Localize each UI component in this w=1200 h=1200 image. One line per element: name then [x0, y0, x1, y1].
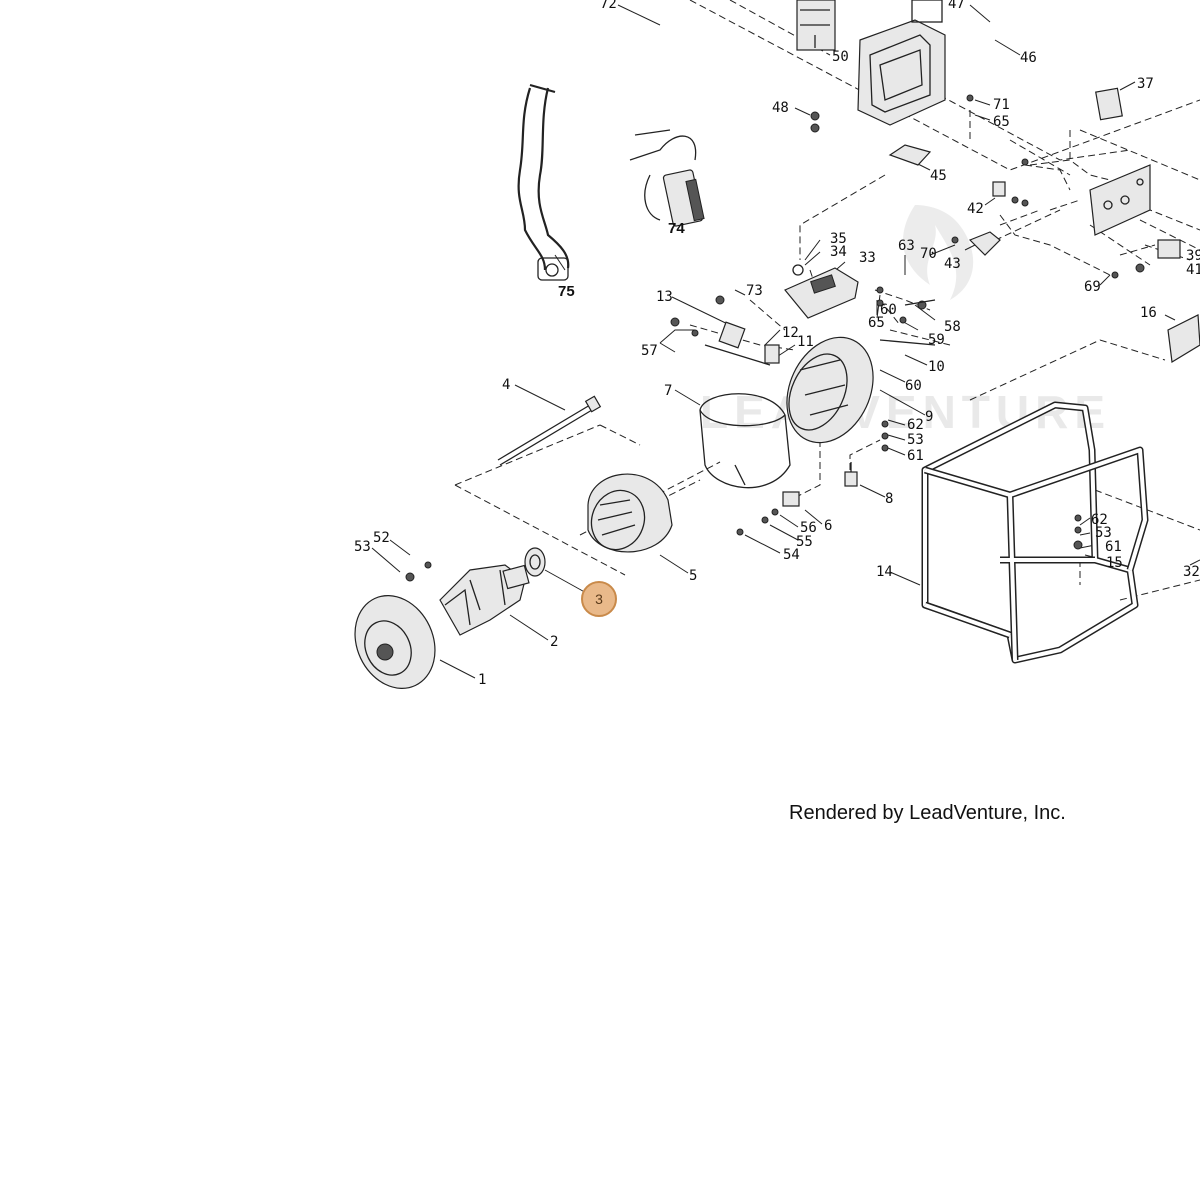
callout-5: 5	[689, 568, 697, 584]
part-stator-5	[587, 473, 673, 553]
callout-60-lower: 60	[905, 378, 922, 394]
part-bearing-3	[524, 547, 546, 577]
callout-53-upper: 53	[907, 432, 924, 448]
callout-57: 57	[641, 343, 658, 359]
callout-42: 42	[967, 201, 984, 217]
callout-14: 14	[876, 564, 893, 580]
callout-8: 8	[885, 491, 893, 507]
callout-50: 50	[832, 49, 849, 65]
part-switch-50	[796, 0, 836, 51]
callout-71: 71	[993, 97, 1010, 113]
callout-62-lower: 62	[1091, 512, 1108, 528]
callout-1: 1	[478, 672, 486, 688]
callout-70: 70	[920, 246, 937, 262]
part-through-bolt-4	[497, 395, 602, 466]
callout-41: 41	[1186, 262, 1200, 278]
callout-61-upper: 61	[907, 448, 924, 464]
callout-11: 11	[797, 334, 814, 350]
callout-15: 15	[1106, 555, 1123, 571]
callout-45: 45	[930, 168, 947, 184]
callout-7: 7	[664, 383, 672, 399]
part-bracket-33	[784, 264, 859, 319]
callout-59: 59	[928, 332, 945, 348]
callout-62-upper: 62	[907, 417, 924, 433]
callout-65-upper: 65	[993, 114, 1010, 130]
part-frame-14	[921, 401, 1149, 664]
callout-56: 56	[800, 520, 817, 536]
callout-32: 32	[1183, 564, 1200, 580]
callout-65-lower: 65	[868, 315, 885, 331]
hotspot-label[interactable]: 3	[595, 591, 603, 607]
leader-lines	[371, 4, 1200, 679]
callout-6: 6	[824, 518, 832, 534]
part-breaker-42	[992, 181, 1029, 207]
callout-39: 39	[1186, 248, 1200, 264]
callout-43: 43	[944, 256, 961, 272]
callout-73: 73	[746, 283, 763, 299]
part-plate-16	[1167, 314, 1200, 363]
part-mount-8	[844, 462, 858, 487]
callout-10: 10	[928, 359, 945, 375]
part-fan-housing-1	[354, 595, 436, 689]
part-grommet-45	[888, 144, 932, 166]
callout-4: 4	[502, 377, 510, 393]
callout-74: 74	[668, 220, 685, 237]
callout-63: 63	[898, 238, 915, 254]
callout-75: 75	[558, 283, 575, 300]
callout-37: 37	[1137, 76, 1154, 92]
callout-47: 47	[948, 0, 965, 12]
part-wiring-harness-75	[517, 83, 570, 281]
callout-33: 33	[859, 250, 876, 266]
hotspot-part-3[interactable]: 3	[581, 581, 617, 617]
part-panel	[1089, 164, 1151, 236]
part-control-box-47	[857, 0, 946, 126]
callout-52: 52	[373, 530, 390, 546]
callout-60-upper: 60	[880, 302, 897, 318]
callout-16: 16	[1140, 305, 1157, 321]
footer-credit: Rendered by LeadVenture, Inc.	[789, 802, 1066, 824]
callout-labels: 72 47 46 50 48 37 71 65 45 42 39 41 43 7…	[354, 0, 1200, 688]
callout-34: 34	[830, 244, 847, 260]
callout-55: 55	[796, 534, 813, 550]
part-outlet-37	[1095, 87, 1123, 121]
callout-69: 69	[1084, 279, 1101, 295]
callout-61-lower: 61	[1105, 539, 1122, 555]
callout-53-left: 53	[354, 539, 371, 555]
callout-54: 54	[783, 547, 800, 563]
callout-9: 9	[925, 409, 933, 425]
part-receptacle-39	[1157, 239, 1181, 259]
part-small-hardware	[405, 94, 1145, 582]
callout-2: 2	[550, 634, 558, 650]
callout-13: 13	[656, 289, 673, 305]
callout-48: 48	[772, 100, 789, 116]
part-clip-43	[968, 231, 1001, 256]
part-rotor-2	[439, 564, 530, 636]
part-rectifier-74	[629, 129, 705, 227]
part-end-bell-9	[786, 336, 874, 444]
callout-58: 58	[944, 319, 961, 335]
part-terminal-6	[782, 491, 800, 507]
callout-12: 12	[782, 325, 799, 341]
callout-35: 35	[830, 231, 847, 247]
callout-46: 46	[1020, 50, 1037, 66]
part-cover-band-7	[699, 393, 791, 489]
callout-72: 72	[600, 0, 617, 12]
callout-53-lower: 53	[1095, 525, 1112, 541]
hotspot-circle[interactable]	[581, 581, 617, 617]
